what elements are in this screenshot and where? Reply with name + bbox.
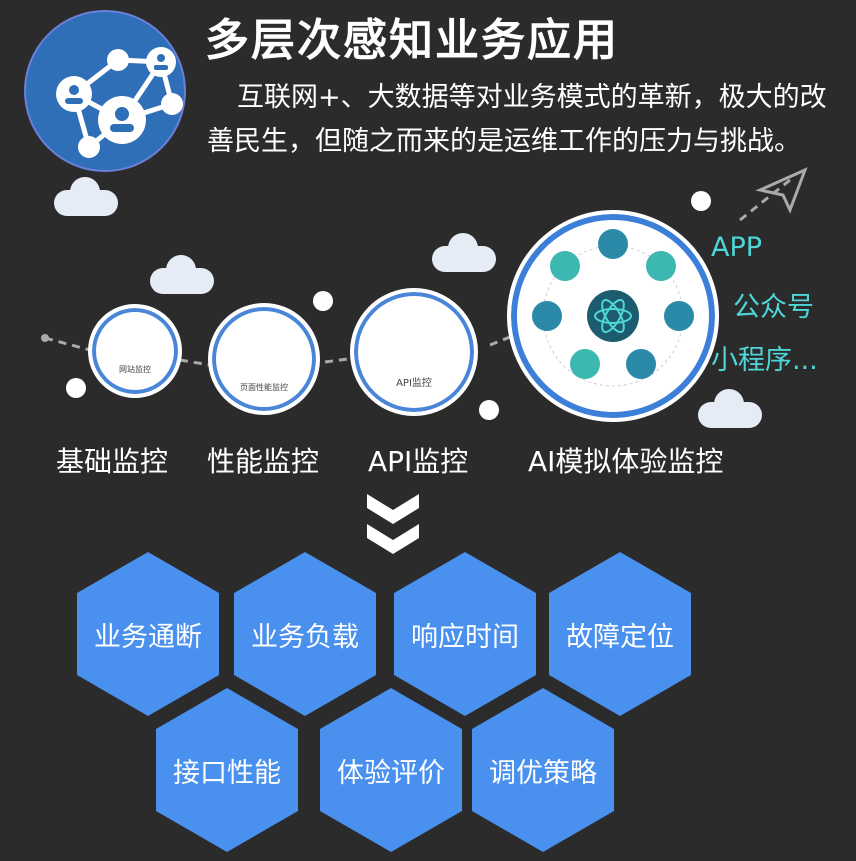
cloud-icon [54, 177, 118, 216]
label-performance-monitor: 性能监控 [207, 445, 320, 478]
logo-network-icon [24, 10, 186, 172]
label-api-monitor: API监控 [368, 445, 469, 478]
hex-fault-location: 故障定位 [549, 552, 691, 716]
hex-business-availability: 业务通断 [77, 552, 219, 716]
channel-official-account: 公众号 [733, 292, 814, 323]
cloud-icon [698, 389, 762, 428]
page-title: 多层次感知业务应用 [205, 15, 619, 66]
cloud-icon [150, 255, 214, 294]
hex-response-time: 响应时间 [394, 552, 536, 716]
hex-interface-performance: 接口性能 [156, 688, 298, 852]
hex-experience-evaluation: 体验评价 [320, 688, 462, 852]
monitor-performance-image: 页面性能监控 [208, 303, 320, 415]
monitor-basic-image: 网站监控 [88, 304, 182, 398]
cloud-icon [432, 233, 496, 272]
hex-tuning-strategy: 调优策略 [472, 688, 614, 852]
monitor-api-image: API监控 [350, 288, 478, 416]
channel-app: APP [711, 232, 763, 263]
label-basic-monitor: 基础监控 [56, 445, 169, 478]
paper-plane-icon [755, 167, 808, 214]
channel-mini-program: 小程序... [711, 345, 818, 376]
chevron-down-icon [367, 494, 419, 554]
monitor-ai-image [507, 210, 719, 422]
label-ai-monitor: AI模拟体验监控 [528, 445, 724, 478]
hex-business-load: 业务负载 [234, 552, 376, 716]
dashed-path [41, 167, 808, 367]
description: 互联网+、大数据等对业务模式的革新，极大的改善民生，但随之而来的是运维工作的压力… [207, 82, 827, 157]
